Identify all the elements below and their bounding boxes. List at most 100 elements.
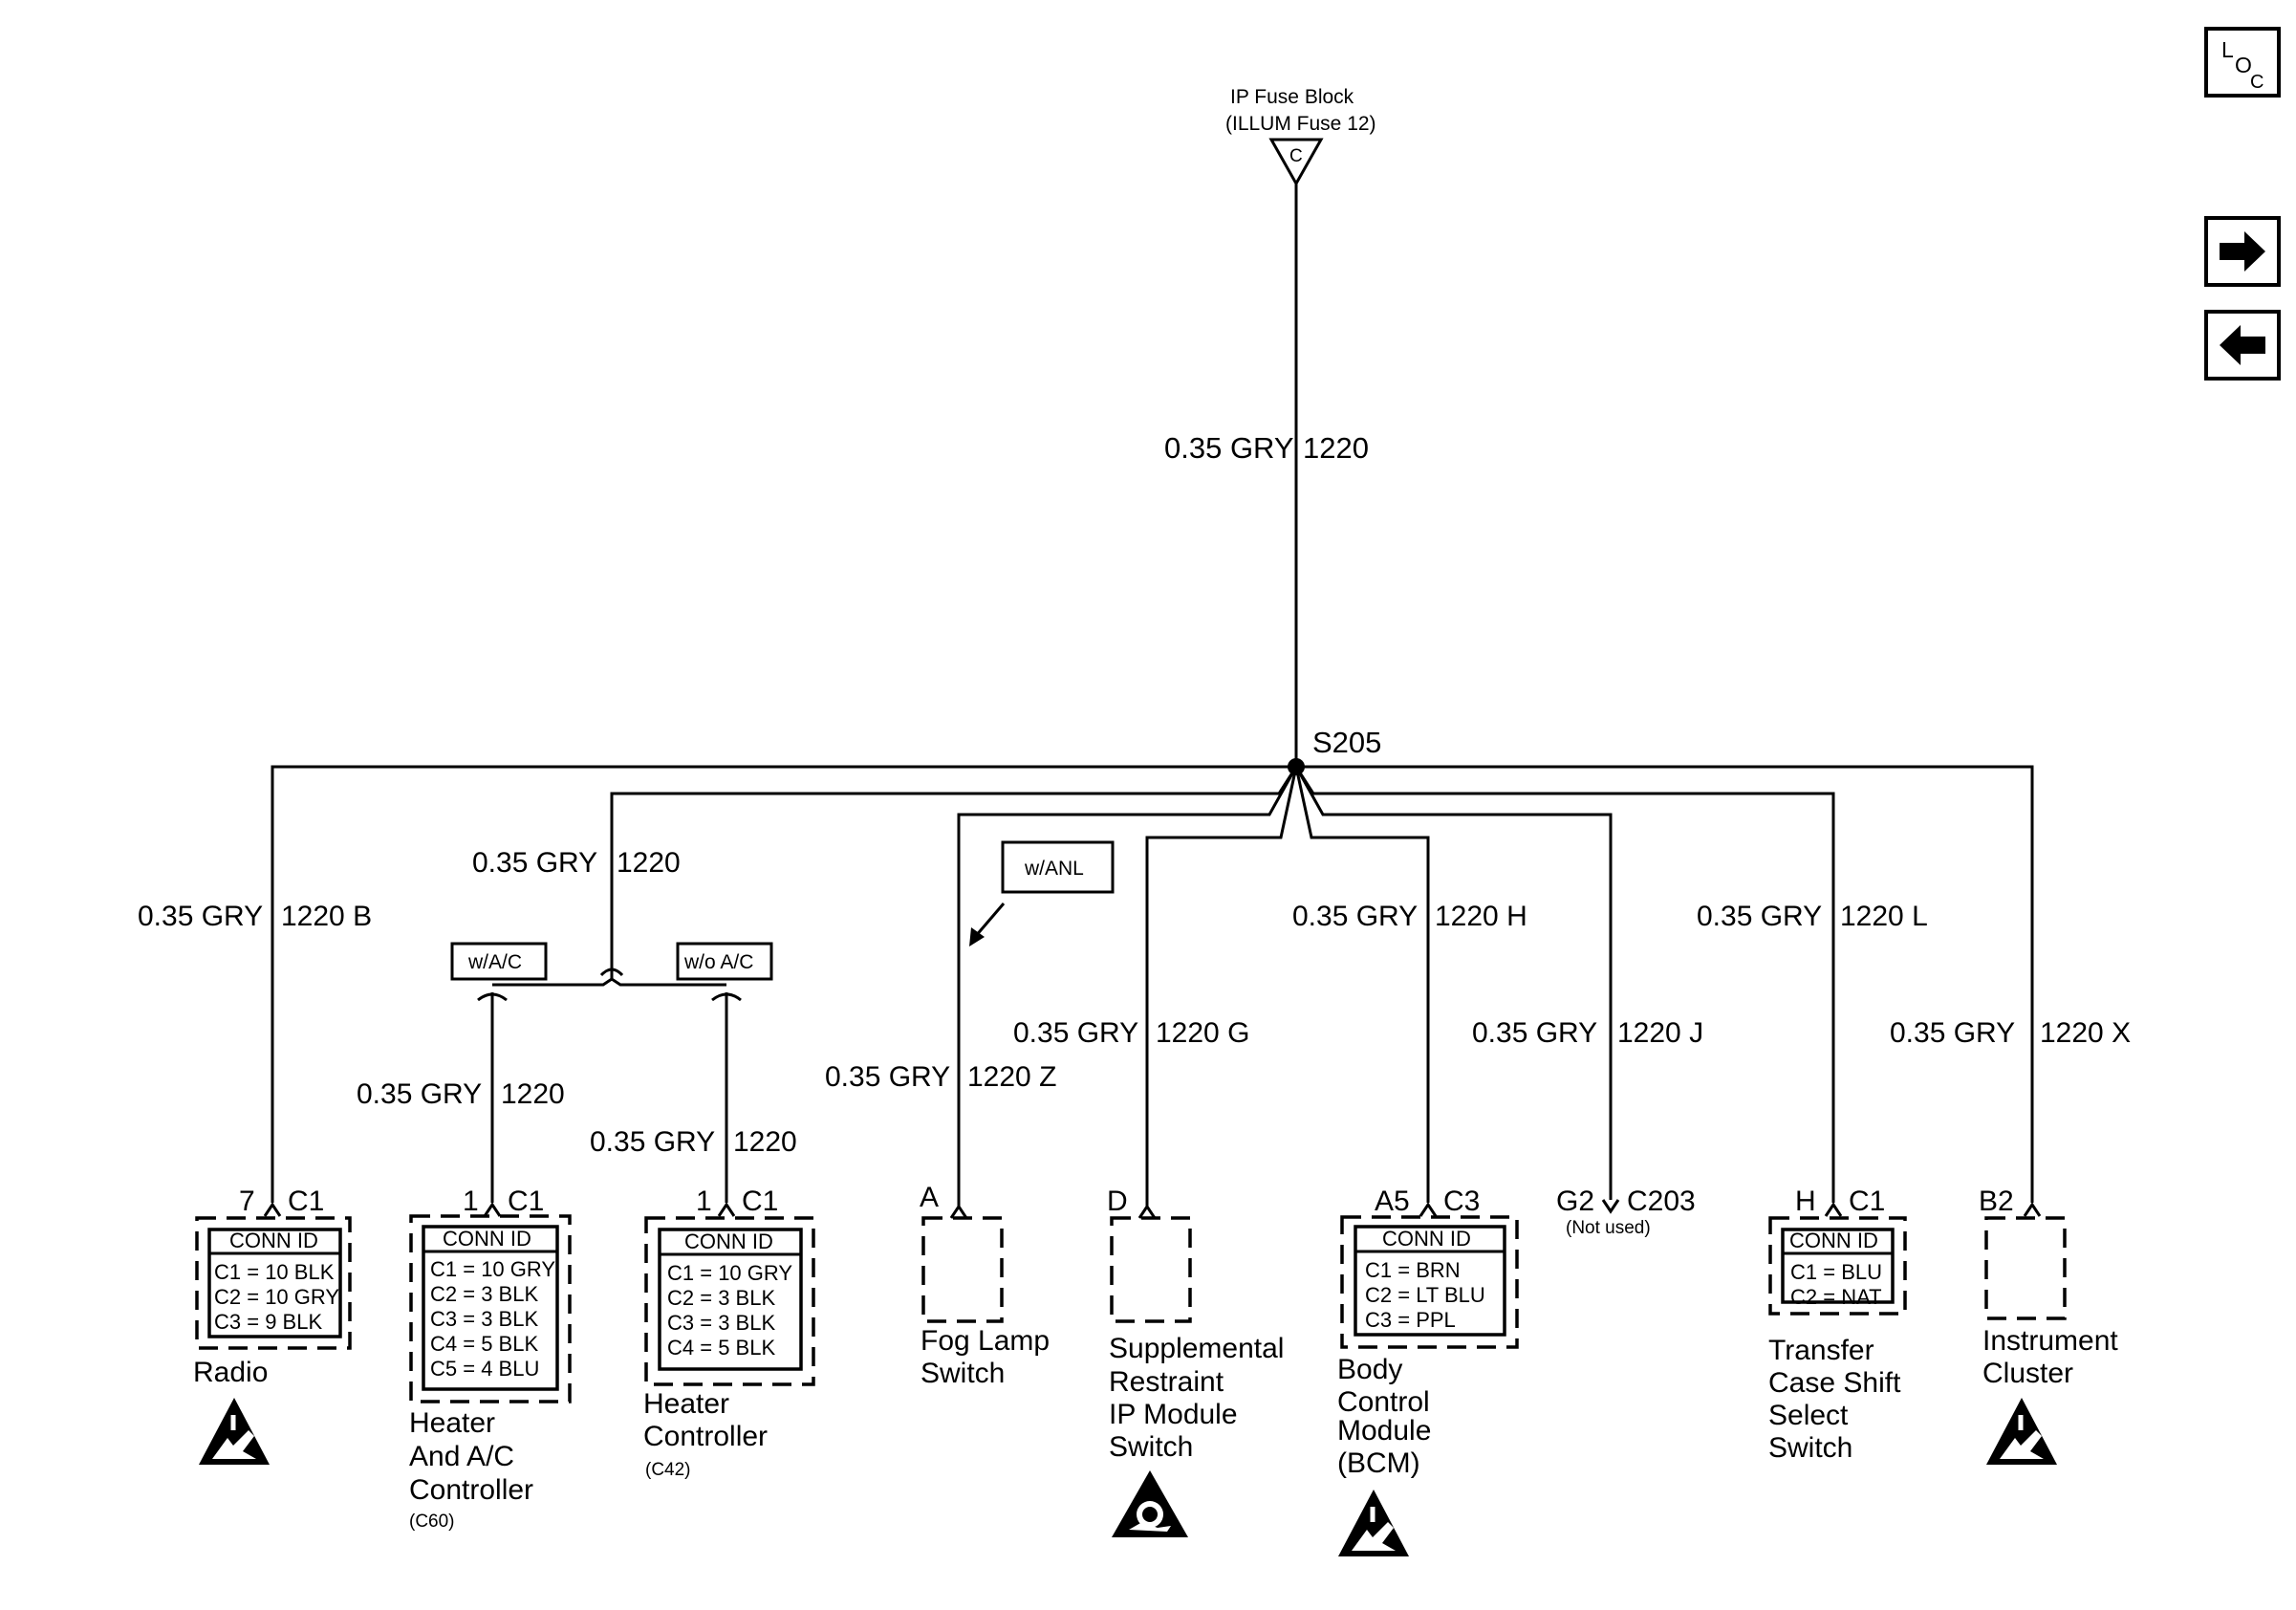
loc-letter-o: O bbox=[2235, 53, 2252, 77]
bcm-conn-row: C3 = PPL bbox=[1365, 1308, 1456, 1332]
bcm-wire-size: 0.35 GRY bbox=[1292, 901, 1418, 932]
wire-transfer bbox=[1294, 766, 1835, 1203]
transfer-wire-size: 0.35 GRY bbox=[1697, 901, 1822, 932]
radio-conn-row: C3 = 9 BLK bbox=[214, 1310, 322, 1334]
fuse-label: (ILLUM Fuse 12) bbox=[1225, 113, 1376, 135]
heater-ac-pin-icon bbox=[483, 1202, 502, 1217]
heater-name: Controller bbox=[643, 1421, 768, 1452]
srs-pin: D bbox=[1107, 1186, 1128, 1217]
srs-name: IP Module bbox=[1109, 1399, 1238, 1430]
fuse-block-label: IP Fuse Block bbox=[1230, 86, 1354, 108]
esd-icon bbox=[1986, 1398, 2057, 1465]
option-w-anl-box bbox=[1001, 840, 1115, 894]
bcm-wire-circuit: 1220 H bbox=[1435, 901, 1527, 932]
next-page-button[interactable] bbox=[2204, 216, 2281, 287]
bcm-pin-icon bbox=[1419, 1202, 1438, 1217]
arrow-right-icon bbox=[2220, 231, 2265, 272]
main-wire-circuit: 1220 bbox=[1303, 431, 1369, 465]
fuse-pin: C bbox=[1289, 146, 1303, 166]
previous-page-button[interactable] bbox=[2204, 310, 2281, 381]
fog-wire-circuit: 1220 Z bbox=[967, 1061, 1056, 1093]
c203-wire-circuit: 1220 J bbox=[1617, 1017, 1703, 1049]
component-fog-switch: Fog Lamp Switch bbox=[921, 1216, 1050, 1389]
bcm-conn-row: C1 = BRN bbox=[1365, 1258, 1461, 1282]
srs-name: Restraint bbox=[1109, 1366, 1224, 1398]
c203-pin-icon bbox=[1601, 1199, 1620, 1214]
wire-bcm bbox=[1294, 766, 1430, 1203]
anl-option: w/ANL bbox=[969, 840, 1115, 946]
option-w-anl-label: w/ANL bbox=[1024, 858, 1084, 880]
pin-labels: 7 C1 1 C1 1 C1 A D A5 C3 G2 C203 (Not us… bbox=[239, 1182, 2014, 1238]
option-w-ac-label: w/A/C bbox=[467, 951, 522, 973]
radio-conn-id-box bbox=[207, 1228, 342, 1338]
cluster-wire-size: 0.35 GRY bbox=[1890, 1017, 2015, 1049]
srs-wire-size: 0.35 GRY bbox=[1013, 1017, 1138, 1049]
heater-ac-conn-row: C4 = 5 BLK bbox=[430, 1332, 538, 1356]
esd-icon bbox=[199, 1398, 270, 1465]
heater-connector: C1 bbox=[742, 1186, 778, 1217]
bcm-name: (BCM) bbox=[1337, 1447, 1420, 1479]
bcm-conn-row: C2 = LT BLU bbox=[1365, 1283, 1485, 1307]
cluster-name: Instrument bbox=[1982, 1325, 2118, 1357]
heater-ac-sub: (C60) bbox=[409, 1512, 455, 1532]
heater-ac-wire-circuit: 1220 bbox=[501, 1078, 565, 1110]
heater-wire-circuit: 1220 bbox=[733, 1126, 797, 1158]
component-bcm: CONN ID C1 = BRN C2 = LT BLU C3 = PPL Bo… bbox=[1337, 1215, 1519, 1479]
transfer-name: Case Shift bbox=[1768, 1367, 1901, 1399]
srs-pin-icon bbox=[1137, 1204, 1157, 1219]
heater-ac-conn-row: C3 = 3 BLK bbox=[430, 1307, 538, 1331]
transfer-name: Transfer bbox=[1768, 1335, 1874, 1366]
wire-radio bbox=[271, 765, 1296, 1203]
fog-pin-icon bbox=[949, 1204, 968, 1219]
esd-icon bbox=[1338, 1490, 1409, 1556]
airbag-icon bbox=[1112, 1470, 1188, 1537]
bcm-conn-id-title: CONN ID bbox=[1382, 1227, 1471, 1251]
heater-ac-conn-row: C2 = 3 BLK bbox=[430, 1282, 538, 1306]
bcm-name: Body bbox=[1337, 1354, 1402, 1385]
loc-letter-c: C bbox=[2250, 72, 2264, 93]
radio-wire-circuit: 1220 B bbox=[281, 901, 372, 932]
location-button[interactable]: L O C bbox=[2204, 27, 2281, 98]
transfer-conn-row: C2 = NAT bbox=[1790, 1285, 1882, 1309]
transfer-name: Select bbox=[1768, 1400, 1849, 1431]
component-radio: CONN ID C1 = 10 BLK C2 = 10 GRY C3 = 9 B… bbox=[193, 1216, 352, 1388]
heater-conn-row: C3 = 3 BLK bbox=[667, 1311, 775, 1335]
option-wo-ac-box bbox=[676, 942, 773, 981]
heater-ac-name: And A/C bbox=[409, 1441, 514, 1472]
bcm-conn-id-box bbox=[1354, 1225, 1506, 1337]
bcm-pin: A5 bbox=[1375, 1186, 1410, 1217]
radio-conn-id-title: CONN ID bbox=[229, 1229, 318, 1252]
fog-wire-size: 0.35 GRY bbox=[825, 1061, 950, 1093]
heater-ac-conn-row: C1 = 10 GRY bbox=[430, 1257, 555, 1281]
fuse-terminal-icon bbox=[1268, 138, 1324, 187]
pin-markers bbox=[263, 1199, 2042, 1219]
wire-c203 bbox=[1294, 766, 1613, 1200]
transfer-pin-icon bbox=[1824, 1202, 1843, 1217]
heater-conn-row: C4 = 5 BLK bbox=[667, 1336, 775, 1360]
radio-connector: C1 bbox=[288, 1186, 324, 1217]
c203-wire-size: 0.35 GRY bbox=[1472, 1017, 1597, 1049]
heater-conn-row: C2 = 3 BLK bbox=[667, 1286, 775, 1310]
fog-pin: A bbox=[920, 1182, 939, 1213]
heater-pin-icon bbox=[717, 1202, 736, 1217]
radio-wire-size: 0.35 GRY bbox=[138, 901, 263, 932]
wire-hvac-trunk bbox=[610, 766, 1298, 966]
cluster-pin: B2 bbox=[1979, 1186, 2014, 1217]
srs-wire-circuit: 1220 G bbox=[1156, 1017, 1249, 1049]
heater-conn-row: C1 = 10 GRY bbox=[667, 1261, 792, 1285]
srs-name: Supplemental bbox=[1109, 1333, 1284, 1364]
transfer-connector: C1 bbox=[1849, 1186, 1885, 1217]
fog-name: Switch bbox=[921, 1358, 1005, 1389]
bcm-connector: C3 bbox=[1443, 1186, 1480, 1217]
radio-pin-icon bbox=[263, 1202, 282, 1217]
heater-ac-wire-size: 0.35 GRY bbox=[357, 1078, 482, 1110]
heater-ac-name: Controller bbox=[409, 1474, 533, 1506]
transfer-pin: H bbox=[1795, 1186, 1816, 1217]
splice-label: S205 bbox=[1312, 726, 1381, 759]
transfer-wire-circuit: 1220 L bbox=[1840, 901, 1928, 932]
heater-ac-conn-id-title: CONN ID bbox=[443, 1227, 531, 1251]
component-heater-ac: CONN ID C1 = 10 GRY C2 = 3 BLK C3 = 3 BL… bbox=[409, 1214, 572, 1532]
hvac-trunk-wire-size: 0.35 GRY bbox=[472, 847, 597, 879]
heater-ac-connector: C1 bbox=[508, 1186, 544, 1217]
